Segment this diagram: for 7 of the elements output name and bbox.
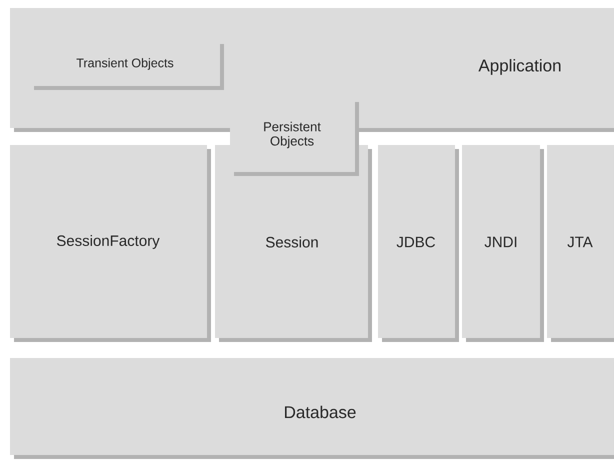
component-box: JNDI <box>462 145 544 342</box>
component-box: JTA <box>547 145 614 342</box>
layer-band: Database <box>10 358 614 459</box>
object-box: Transient Objects <box>30 40 224 90</box>
component-box: SessionFactory <box>10 145 211 342</box>
object-box: Persistent Objects <box>230 98 359 176</box>
component-box: JDBC <box>378 145 459 342</box>
